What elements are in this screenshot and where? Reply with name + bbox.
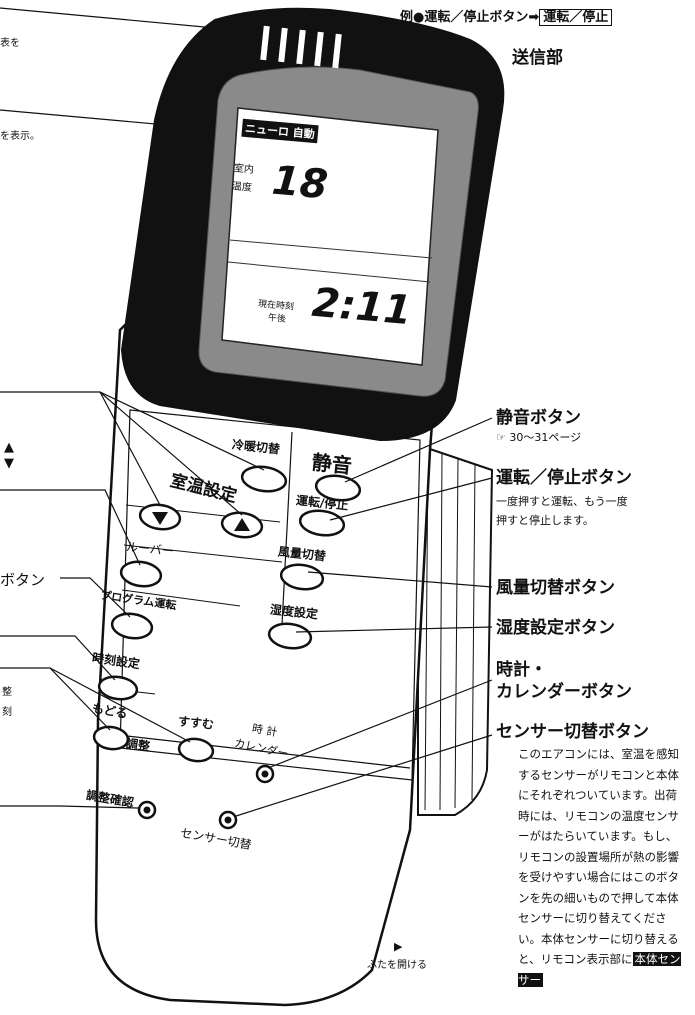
seion-button (314, 474, 362, 502)
leader-lines (0, 7, 495, 817)
lcd-temp-value: 18 (270, 157, 330, 209)
lcd-divider (229, 239, 433, 259)
callout-clock-title-1: 時計・ (496, 660, 547, 680)
key-label-seion: 静音 (310, 449, 353, 479)
transmitter-window (260, 25, 342, 69)
modoru-button (92, 725, 130, 751)
left-note-2: を表示。 (0, 131, 40, 142)
key-label-susumu: すすむ (177, 714, 215, 732)
lid-line (439, 451, 443, 811)
louver-button (119, 560, 163, 588)
callout-sensor-title: センサー切替ボタン (496, 722, 649, 742)
lid-line (454, 457, 459, 809)
panel-divider (123, 544, 283, 563)
lcd-time-value: 2:11 (310, 279, 414, 335)
left-botan-label: ボタン (0, 571, 46, 589)
lid-outline (417, 443, 494, 816)
lcd-time-label-2: 午後 (267, 313, 287, 325)
callout-unten-desc-2: 押すと停止します。 (496, 514, 594, 527)
callout-sensor-desc: このエアコンには、室温を感知するセンサーがリモコンと本体にそれぞれついています。… (518, 744, 688, 990)
callout-sensor-desc-text: このエアコンには、室温を感知するセンサーがリモコンと本体にそれぞれついています。… (518, 747, 679, 966)
callout-seion-ref: ☞ 30〜31ページ (496, 431, 582, 444)
lid-arrow-icon: ▶ (394, 940, 403, 953)
panel-divider (121, 589, 241, 607)
unten-button (298, 509, 346, 537)
callout-unten-desc-1: 一度押すと運転、もう一度 (496, 495, 628, 508)
callout-fuuryou-title: 風量切替ボタン (496, 578, 615, 598)
lid-line (471, 463, 476, 801)
triangle-down-icon (152, 512, 168, 525)
callout-soushin: 送信部 (512, 48, 563, 68)
header-example-prefix: 例●運転／停止ボタン➡ (400, 10, 540, 25)
header-example: 例●運転／停止ボタン➡運転／停止 (400, 6, 613, 26)
reidan-button (240, 465, 288, 493)
callout-unten-title: 運転／停止ボタン (496, 468, 632, 488)
susumu-button (177, 737, 215, 763)
jikoku-button (97, 675, 139, 701)
up-down-arrows: ▲ ▼ (4, 440, 14, 471)
panel-divider (117, 734, 411, 769)
callout-shitsudo-title: 湿度設定ボタン (496, 618, 615, 638)
triangle-up-icon (234, 518, 250, 531)
lid-open-label: ふたを開ける (367, 960, 427, 971)
lcd-screen (221, 107, 439, 366)
left-note-1: 表を (0, 38, 20, 49)
fuuryou-button (279, 563, 325, 591)
header-example-box: 運転／停止 (539, 9, 613, 26)
callout-clock-title-2: カレンダーボタン (496, 682, 632, 702)
shitsudo-button (267, 622, 313, 650)
panel-divider (281, 431, 293, 626)
left-adjust-2: 刻 (2, 707, 12, 718)
lcd-room-label: 室内 (233, 163, 255, 176)
lcd-temp-label: 温度 (231, 181, 253, 194)
callout-seion-title: 静音ボタン (496, 408, 581, 428)
lcd-divider (227, 261, 431, 283)
program-button (110, 612, 154, 640)
key-label-chousei: 調整 (125, 736, 151, 754)
left-adjust-1: 整 (2, 687, 12, 698)
